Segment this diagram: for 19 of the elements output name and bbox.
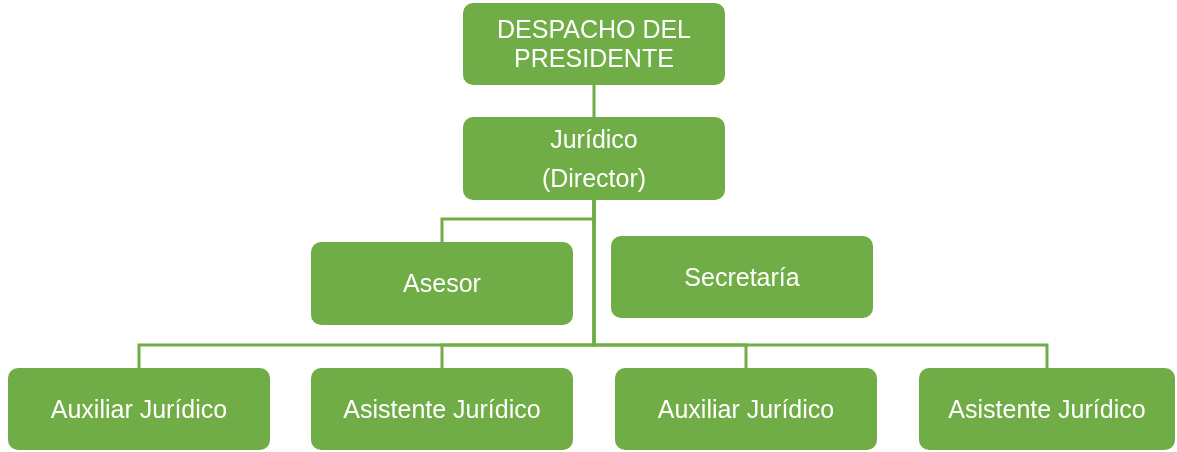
box-label: Asesor bbox=[403, 269, 481, 298]
connector-line bbox=[592, 85, 596, 117]
box-label: Jurídico bbox=[550, 124, 638, 154]
box-label: Auxiliar Jurídico bbox=[657, 394, 835, 424]
box-label: Secretaría bbox=[684, 262, 800, 292]
box-label: Auxiliar Jurídico bbox=[50, 394, 228, 424]
org-box bbox=[919, 368, 1175, 450]
org-box bbox=[463, 117, 725, 200]
org-box bbox=[463, 3, 725, 85]
org-box bbox=[311, 368, 573, 450]
org-box bbox=[611, 236, 873, 318]
box-label: Asistente Jurídico bbox=[343, 394, 541, 424]
org-box bbox=[8, 368, 270, 450]
connector-line bbox=[592, 200, 1049, 368]
org-box bbox=[615, 368, 877, 450]
org-box bbox=[311, 242, 573, 325]
box-label: DESPACHO DEL PRESIDENTE bbox=[496, 15, 692, 73]
box-label: Asistente Jurídico bbox=[948, 394, 1146, 424]
box-label: (Director) bbox=[541, 163, 647, 193]
